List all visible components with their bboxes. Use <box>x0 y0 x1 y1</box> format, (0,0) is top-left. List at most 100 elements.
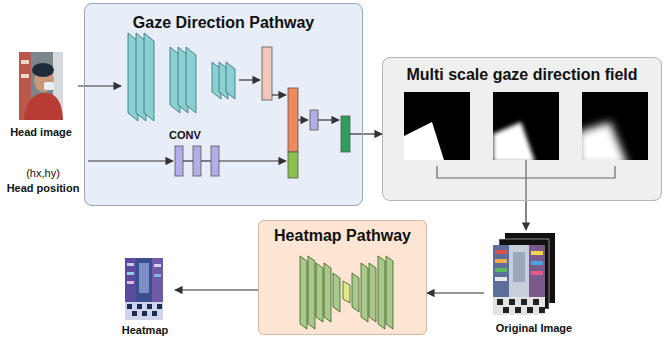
gaze-field <box>582 122 628 160</box>
fc-layers <box>262 47 272 100</box>
heatmap-photo <box>132 311 137 316</box>
fc-layers <box>175 47 350 178</box>
gaze-field <box>404 92 648 166</box>
head-photo <box>24 93 63 120</box>
original-photo <box>495 259 507 263</box>
original-photo <box>531 251 543 255</box>
layer-arrow <box>350 133 363 134</box>
bracket <box>525 178 526 201</box>
flow-arrow <box>427 292 484 293</box>
heatmap-photo <box>147 304 152 309</box>
original-photo <box>493 245 509 297</box>
image-caption: Head image <box>10 126 72 139</box>
image-caption: Original Image <box>496 322 572 335</box>
image-node: Heatmap <box>115 254 175 338</box>
flow-arrow <box>363 133 382 134</box>
heatmap-layers <box>369 263 376 322</box>
heatmap-layers <box>378 256 385 329</box>
original-photo <box>533 299 539 305</box>
panel-fill <box>84 3 363 206</box>
layer-arrow <box>272 94 286 95</box>
flow-arrow <box>525 201 526 230</box>
conv-layers <box>144 33 154 121</box>
original-photo <box>531 271 543 275</box>
conv-layers <box>226 62 235 99</box>
conv-layers <box>128 33 235 121</box>
heatmap-layers <box>300 256 307 329</box>
panel-title: Gaze Direction Pathway <box>133 13 314 32</box>
field-panel: Multi scale gaze direction field <box>382 57 662 201</box>
head-photo <box>21 60 29 64</box>
layer-arrow <box>318 119 339 120</box>
image-node: Head image <box>4 50 78 140</box>
heatmap-photo <box>125 258 163 320</box>
panel-fill <box>258 220 427 335</box>
image-node: Original Image <box>484 230 584 336</box>
layer-arrow <box>183 160 193 161</box>
layer-arrow <box>88 160 173 161</box>
head-photo <box>44 82 54 90</box>
heatmap-layers <box>386 256 393 329</box>
heatmap-photo <box>157 304 162 309</box>
original-photo <box>497 299 503 305</box>
input-label: Head position <box>4 182 82 195</box>
heatmap-layers <box>361 263 368 322</box>
heatmap-layers <box>324 263 331 322</box>
heatmap-photo <box>127 281 134 284</box>
layer-arrow <box>88 80 363 161</box>
heatmap-layers <box>308 256 315 329</box>
fc-layers <box>193 146 201 176</box>
head-photo <box>19 52 63 120</box>
heatmap-layers <box>316 263 323 322</box>
bracket <box>437 160 615 201</box>
heatmap-photo <box>127 263 134 266</box>
flow-arrow <box>175 289 258 290</box>
gaze-field <box>404 122 444 160</box>
head-photo <box>21 74 29 78</box>
pathway-panel: Heatmap Pathway <box>258 220 427 335</box>
heatmap-photo <box>152 258 163 302</box>
original-photo <box>495 277 507 281</box>
original-photo <box>529 245 545 297</box>
conv-block: CONV <box>121 29 249 143</box>
fc-layers <box>175 146 183 176</box>
original-photo <box>509 299 515 305</box>
gaze-field <box>582 122 628 160</box>
original-photo <box>515 307 521 313</box>
original-photo <box>493 233 555 315</box>
original-photo <box>495 268 507 272</box>
head-photo <box>19 52 63 120</box>
fc-layers <box>310 110 318 130</box>
pathway-panel: Gaze Direction PathwayCONV <box>84 3 363 206</box>
original-photo <box>521 299 527 305</box>
panel-title: Multi scale gaze direction field <box>406 65 637 84</box>
original-photo <box>531 261 543 265</box>
original-photo <box>493 297 545 315</box>
coordinate-label: (hx,hy) <box>4 167 82 180</box>
gaze-field <box>404 92 470 160</box>
panel-fill <box>84 3 662 335</box>
heatmap-layers <box>333 273 340 312</box>
heatmap-photo <box>137 304 142 309</box>
gaze-field <box>493 122 535 160</box>
image-caption: Heatmap <box>122 324 168 337</box>
original-photo <box>503 307 509 313</box>
heatmap-photo <box>127 272 134 275</box>
original-photo <box>493 245 545 315</box>
fc-layers <box>211 146 219 176</box>
gaze-field <box>404 122 444 160</box>
bracket <box>525 160 526 178</box>
fc-layers <box>288 152 298 178</box>
layer-arrow <box>298 119 308 120</box>
original-photo <box>539 307 545 313</box>
heatmap-layers <box>343 281 350 303</box>
image-caption: CONV <box>169 129 201 142</box>
heatmap-photo <box>142 311 147 316</box>
fc-layers <box>288 88 298 152</box>
original-photo <box>495 250 507 254</box>
layer-arrow <box>201 160 211 161</box>
